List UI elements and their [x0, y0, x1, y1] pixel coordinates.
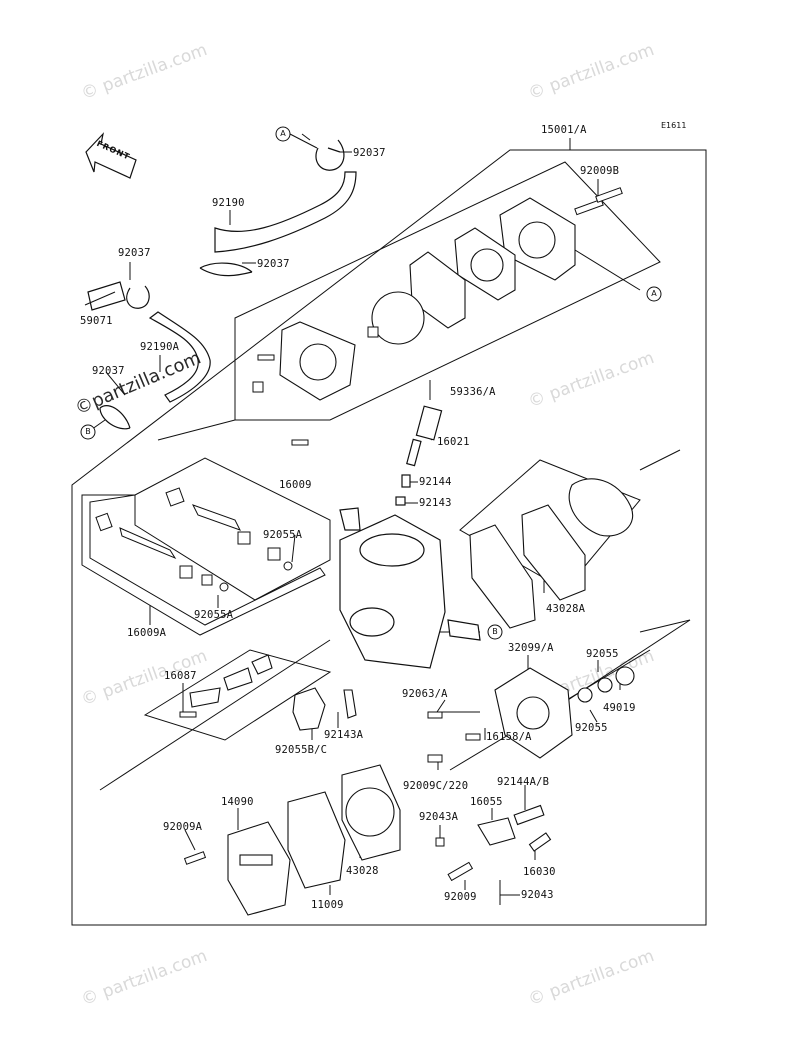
kit-box-16009A [81, 494, 326, 636]
part-label: 92144 [419, 476, 452, 488]
bracket-92143A [343, 689, 357, 719]
part-label: 43028 [346, 865, 379, 877]
callout-b-left: B [85, 427, 91, 436]
fitting-59071 [87, 281, 126, 311]
hose-92190A [148, 311, 211, 403]
part-label: 16009A [127, 627, 167, 639]
part-label: 92009A [163, 821, 203, 833]
part-label: 92009C/220 [403, 780, 469, 792]
assembly-frame [71, 149, 707, 926]
part-label: 92043A [419, 811, 459, 823]
part-label: 92190 [212, 197, 245, 209]
carburetor-body [339, 405, 481, 669]
part-label: 11009 [311, 899, 344, 911]
part-label: 16158/A [486, 731, 532, 743]
part-label: 92009B [580, 165, 620, 177]
kit-box-16087 [143, 649, 332, 741]
kit-box-16009 [134, 457, 331, 601]
callout-a-right: A [651, 289, 657, 298]
float-arm-16055 [477, 817, 516, 846]
part-label: 92037 [353, 147, 386, 159]
gasket-43028A-2 [521, 504, 586, 601]
part-label: 92144A/B [497, 776, 550, 788]
part-label: 92143 [419, 497, 452, 509]
front-arrow [85, 132, 137, 179]
part-label: 16087 [164, 670, 197, 682]
part-label: 43028A [546, 603, 586, 615]
diaphragm-43028A [568, 478, 634, 537]
part-label: 59071 [80, 315, 113, 327]
part-label: 49019 [603, 702, 636, 714]
diagram-code: E1611 [661, 121, 687, 130]
clamp-92037-c [126, 285, 150, 309]
cover-14090 [227, 821, 291, 916]
part-label: 92055 [586, 648, 619, 660]
kit-box-59336 [234, 161, 661, 421]
callout-b-right: B [492, 627, 498, 636]
gasket-43028A-1 [469, 524, 536, 629]
part-label: 92063/A [402, 688, 448, 700]
clamp-92037-d [99, 405, 131, 430]
part-label: 16009 [279, 479, 312, 491]
part-label: 15001/A [541, 124, 587, 136]
part-label: 16055 [470, 796, 503, 808]
clamp-92037 [315, 139, 345, 171]
part-label: 92055A [263, 529, 303, 541]
kit-box-43028A [459, 459, 641, 591]
part-label: 16030 [523, 866, 556, 878]
cover-92055BC [292, 687, 326, 731]
part-label: 32099/A [508, 642, 554, 654]
part-label: 92037 [92, 365, 125, 377]
part-label: 14090 [221, 796, 254, 808]
part-label: 16021 [437, 436, 470, 448]
part-label: 92190A [140, 341, 180, 353]
part-label: 92143A [324, 729, 364, 741]
part-label: 92037 [257, 258, 290, 270]
clamp-92037-b [199, 262, 253, 277]
part-label: 92043 [521, 889, 554, 901]
gasket-11009 [287, 791, 346, 889]
callout-a-top: A [280, 129, 286, 138]
part-label: 92055B/C [275, 744, 328, 756]
hose-92190 [214, 171, 357, 253]
part-label: 59336/A [450, 386, 496, 398]
part-label: 92037 [118, 247, 151, 259]
part-label: 92055 [575, 722, 608, 734]
part-label: 92055A [194, 609, 234, 621]
part-label: 92009 [444, 891, 477, 903]
